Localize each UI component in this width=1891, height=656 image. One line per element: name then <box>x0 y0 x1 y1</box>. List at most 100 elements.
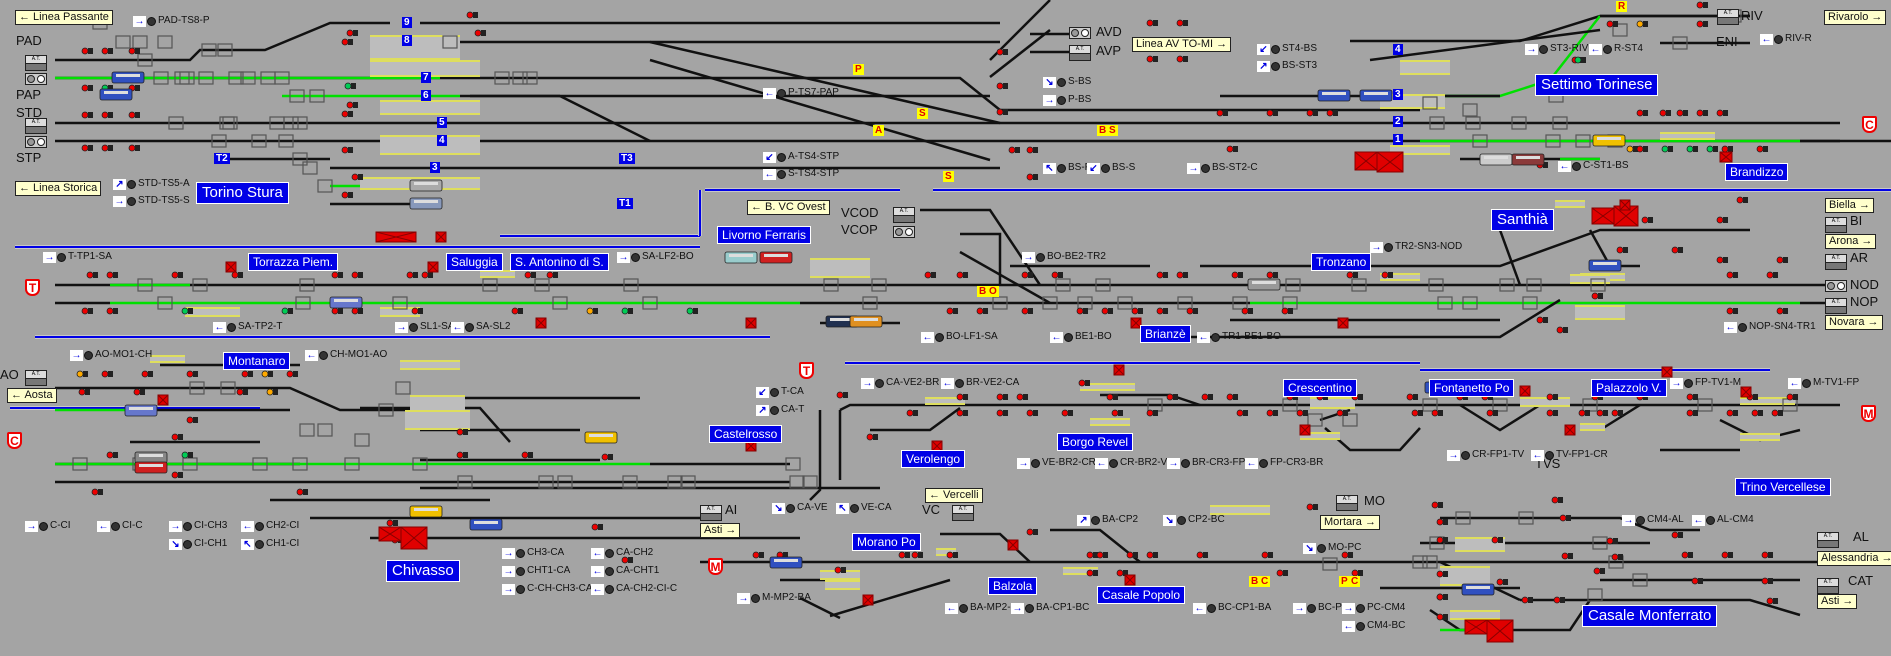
signal-head[interactable] <box>1713 146 1718 152</box>
station-saluggia[interactable]: Saluggia <box>446 253 503 271</box>
signal-lamp[interactable] <box>1551 496 1559 504</box>
signal-lamp[interactable] <box>341 38 349 46</box>
switch-box[interactable] <box>1472 134 1488 148</box>
switch-box[interactable] <box>217 43 233 57</box>
signal-head[interactable] <box>1358 394 1363 400</box>
signal-lamp[interactable] <box>231 271 239 279</box>
signal-lamp[interactable] <box>946 551 954 559</box>
signal-head[interactable] <box>1103 552 1108 558</box>
signal-head[interactable] <box>1443 537 1448 543</box>
signal-head[interactable] <box>953 552 958 558</box>
signal-head[interactable] <box>88 145 93 151</box>
signal-head[interactable] <box>98 489 103 495</box>
signal-head[interactable] <box>593 308 598 314</box>
signal-lamp[interactable] <box>1691 577 1699 585</box>
signal-head[interactable] <box>140 389 145 395</box>
signal-lamp[interactable] <box>171 471 179 479</box>
signal-lamp[interactable] <box>1726 307 1734 315</box>
signal-lamp[interactable] <box>101 144 109 152</box>
signal-head[interactable] <box>248 371 253 377</box>
switch-box[interactable] <box>802 475 818 489</box>
switch-box[interactable] <box>442 35 458 49</box>
signal-head[interactable] <box>303 489 308 495</box>
station-balzola[interactable]: Balzola <box>988 577 1038 595</box>
signal-head[interactable] <box>1443 594 1448 600</box>
signal-lamp[interactable] <box>1659 109 1667 117</box>
switch-box[interactable] <box>1307 413 1323 427</box>
switch-box[interactable] <box>1351 278 1367 292</box>
signal-lamp[interactable] <box>1561 552 1569 560</box>
signal-head[interactable] <box>1183 56 1188 62</box>
signal-head[interactable] <box>1693 394 1698 400</box>
signal-lamp[interactable] <box>128 111 136 119</box>
signal-lamp[interactable] <box>906 409 914 417</box>
signal-head[interactable] <box>1153 410 1158 416</box>
signal-head[interactable] <box>1085 380 1090 386</box>
block-label[interactable]: →CR-FP1-TV <box>1447 449 1524 461</box>
signal-lamp[interactable] <box>1626 145 1634 153</box>
signal-head[interactable] <box>1643 110 1648 116</box>
signal-lamp[interactable] <box>1591 292 1599 300</box>
signal-lamp[interactable] <box>1556 326 1564 334</box>
signal-lamp[interactable] <box>1636 109 1644 117</box>
signal-head[interactable] <box>353 30 358 36</box>
signal-lamp[interactable] <box>341 146 349 154</box>
block-label[interactable]: →M-MP2-BA <box>737 592 811 604</box>
signal-head[interactable] <box>1058 272 1063 278</box>
signal-lamp[interactable] <box>1721 145 1729 153</box>
signal-head[interactable] <box>1003 410 1008 416</box>
signal-lamp[interactable] <box>86 271 94 279</box>
switch-box[interactable] <box>1285 278 1301 292</box>
signal-head[interactable] <box>1768 552 1773 558</box>
signal-lamp[interactable] <box>1086 551 1094 559</box>
signal-head[interactable] <box>1033 410 1038 416</box>
signal-head[interactable] <box>1108 308 1113 314</box>
station-trino-vercellese[interactable]: Trino Vercellese <box>1735 478 1831 496</box>
signal-head[interactable] <box>1723 257 1728 263</box>
signal-head[interactable] <box>358 308 363 314</box>
signal-lamp[interactable] <box>1276 569 1284 577</box>
signal-lamp[interactable] <box>511 307 519 315</box>
signal-head[interactable] <box>1688 552 1693 558</box>
signal-lamp[interactable] <box>1216 109 1224 117</box>
signal-lamp[interactable] <box>456 451 464 459</box>
signal-lamp[interactable] <box>141 370 149 378</box>
switch-box[interactable] <box>1522 296 1538 310</box>
signal-head[interactable] <box>1703 2 1708 8</box>
signal-lamp[interactable] <box>386 519 394 527</box>
switch-box[interactable] <box>482 278 498 292</box>
signal-lamp[interactable] <box>81 84 89 92</box>
switch-box[interactable] <box>220 381 236 395</box>
signal-lamp[interactable] <box>456 428 464 436</box>
station-brianze[interactable]: Brianzè <box>1140 325 1191 343</box>
signal-lamp[interactable] <box>1553 596 1561 604</box>
block-label[interactable]: →STD-TS5-S <box>113 195 190 207</box>
signal-head[interactable] <box>85 389 90 395</box>
block-label[interactable]: →BS-ST2-C <box>1187 162 1258 174</box>
signal-lamp[interactable] <box>1611 409 1619 417</box>
block-label[interactable]: →BO-BE2-TR2 <box>1022 251 1106 263</box>
block-label[interactable]: ←R-ST4 <box>1589 43 1643 55</box>
signal-head[interactable] <box>1443 614 1448 620</box>
signal-head[interactable] <box>1138 308 1143 314</box>
signal-lamp[interactable] <box>1326 109 1334 117</box>
block-label[interactable]: →CH3-CA <box>502 547 564 559</box>
signal-head[interactable] <box>108 112 113 118</box>
signal-lamp[interactable] <box>106 307 114 315</box>
signal-head[interactable] <box>1083 308 1088 314</box>
signal-lamp[interactable] <box>996 48 1004 56</box>
signal-head[interactable] <box>953 308 958 314</box>
signal-head[interactable] <box>1600 568 1605 574</box>
signal-head[interactable] <box>1783 257 1788 263</box>
signal-lamp[interactable] <box>866 433 874 441</box>
signal-lamp[interactable] <box>1761 551 1769 559</box>
signal-lamp[interactable] <box>1196 551 1204 559</box>
switch-box[interactable] <box>538 475 554 489</box>
signal-lamp[interactable] <box>1116 569 1124 577</box>
switch-box[interactable] <box>823 278 839 292</box>
signal-lamp[interactable] <box>956 393 964 401</box>
switch-box[interactable] <box>623 278 639 292</box>
signal-head[interactable] <box>1763 146 1768 152</box>
signal-head[interactable] <box>873 434 878 440</box>
signal-head[interactable] <box>135 85 140 91</box>
